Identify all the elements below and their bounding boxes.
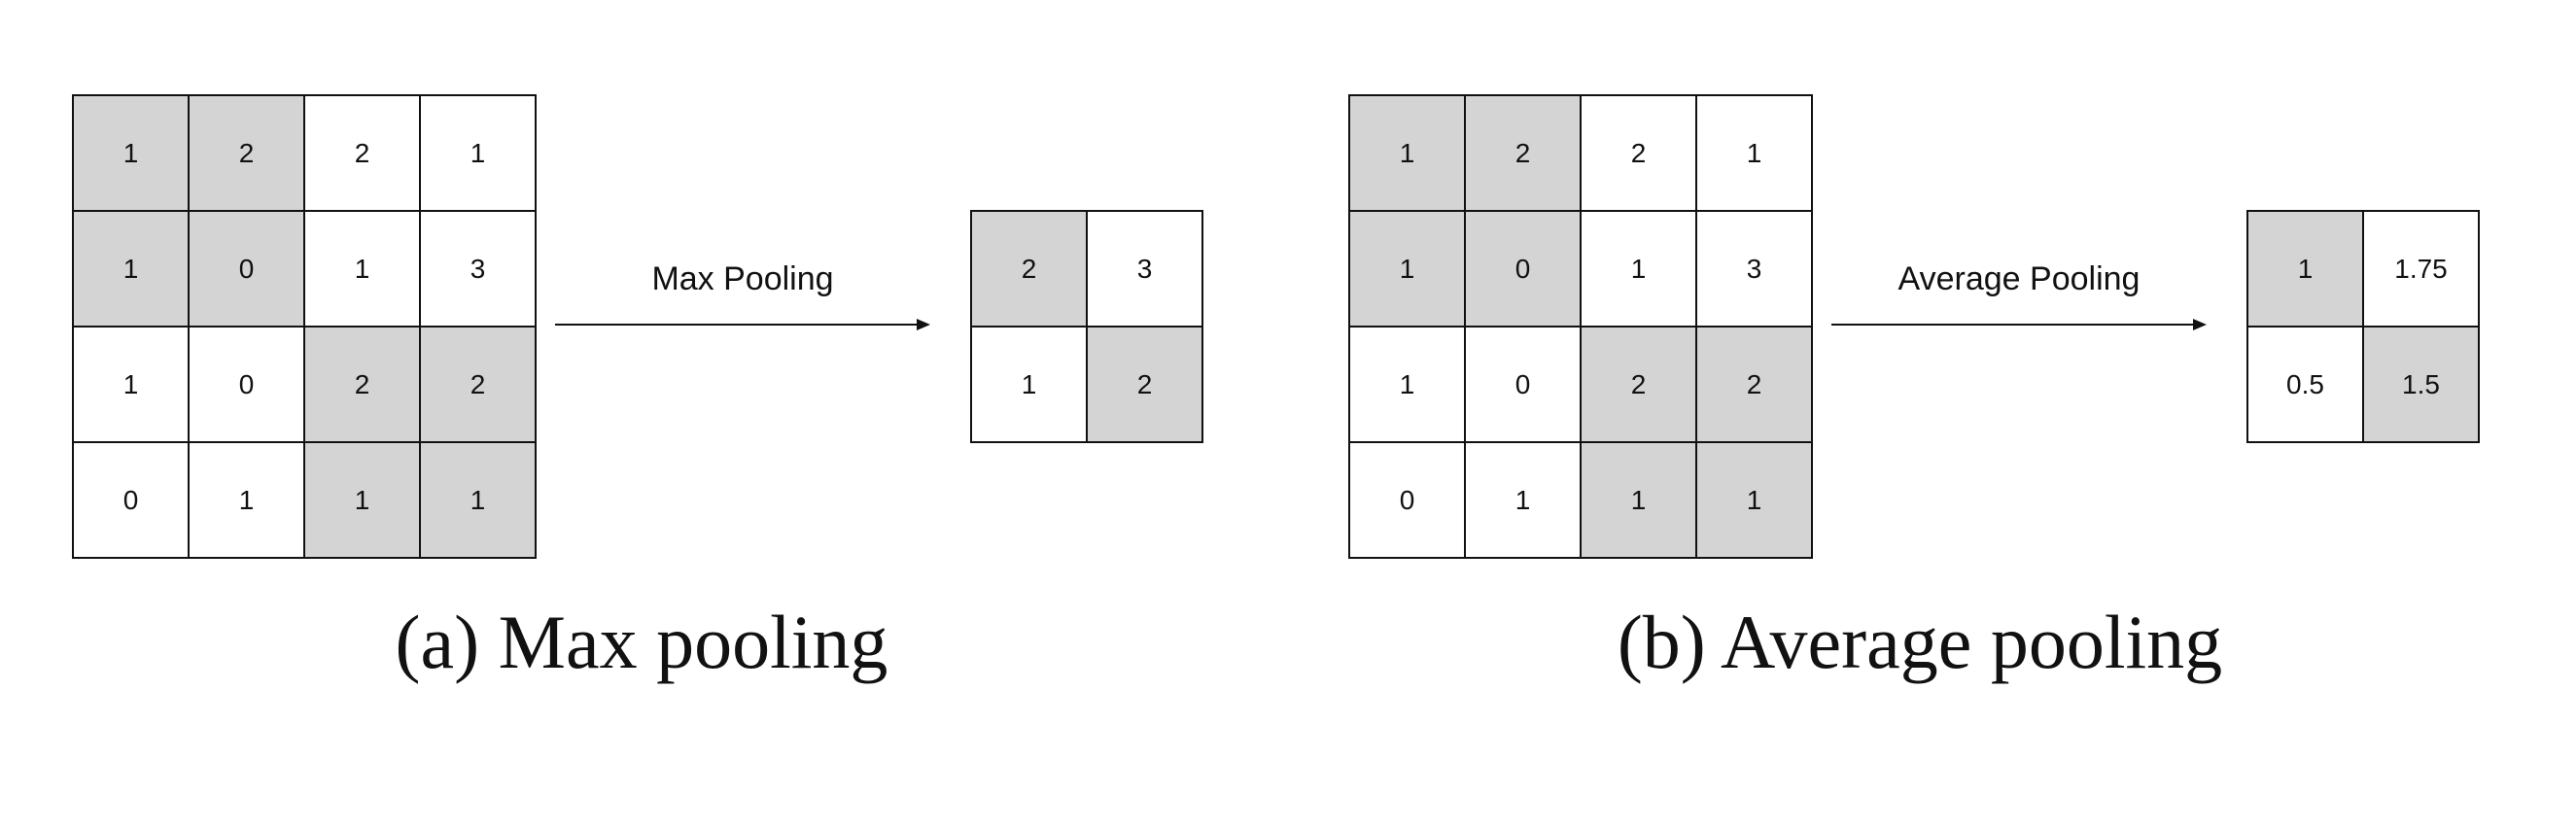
right-arrow-icon	[1831, 319, 2207, 330]
avg-input-cell: 0	[1350, 443, 1466, 559]
avg-input-cell: 1	[1582, 212, 1697, 328]
max-input-cell: 1	[74, 212, 190, 328]
avg-output-grid: 1 1.75 0.5 1.5	[2246, 210, 2480, 443]
max-output-cell: 3	[1088, 212, 1203, 328]
max-input-cell: 2	[421, 328, 537, 443]
max-input-grid: 1 2 2 1 1 0 1 3 1 0 2 2 0 1 1 1	[72, 94, 537, 559]
avg-output-cell: 0.5	[2248, 328, 2364, 443]
max-input-cell: 1	[305, 443, 421, 559]
max-pooling-caption: (a) Max pooling	[395, 600, 888, 684]
max-input-cell: 1	[74, 328, 190, 443]
avg-input-grid: 1 2 2 1 1 0 1 3 1 0 2 2 0 1 1 1	[1348, 94, 1813, 559]
avg-input-cell: 2	[1582, 328, 1697, 443]
max-input-cell: 0	[190, 328, 305, 443]
avg-input-cell: 1	[1350, 328, 1466, 443]
max-input-cell: 2	[305, 96, 421, 212]
max-input-cell: 1	[421, 443, 537, 559]
avg-input-cell: 1	[1466, 443, 1582, 559]
max-output-cell: 1	[972, 328, 1088, 443]
max-input-cell: 2	[305, 328, 421, 443]
avg-input-cell: 3	[1697, 212, 1813, 328]
average-pooling-caption: (b) Average pooling	[1617, 600, 2223, 684]
max-pooling-panel: 1 2 2 1 1 0 1 3 1 0 2 2 0 1 1 1 Max Pool…	[72, 94, 1203, 684]
avg-input-cell: 1	[1350, 96, 1466, 212]
avg-output-cell: 1.75	[2364, 212, 2480, 328]
max-input-cell: 1	[305, 212, 421, 328]
max-input-cell: 1	[74, 96, 190, 212]
average-pooling-panel: 1 2 2 1 1 0 1 3 1 0 2 2 0 1 1 1 Average …	[1288, 0, 2576, 828]
avg-input-cell: 1	[1350, 212, 1466, 328]
max-input-cell: 0	[74, 443, 190, 559]
avg-input-cell: 0	[1466, 328, 1582, 443]
avg-input-cell: 0	[1466, 212, 1582, 328]
avg-input-cell: 2	[1582, 96, 1697, 212]
max-input-cell: 2	[190, 96, 305, 212]
average-pooling-label: Average Pooling	[1897, 260, 2141, 297]
max-input-cell: 0	[190, 212, 305, 328]
avg-output-cell: 1.5	[2364, 328, 2480, 443]
avg-input-cell: 1	[1697, 96, 1813, 212]
max-output-grid: 2 3 1 2	[970, 210, 1203, 443]
max-output-cell: 2	[1088, 328, 1203, 443]
max-input-cell: 1	[421, 96, 537, 212]
max-input-cell: 1	[190, 443, 305, 559]
avg-input-cell: 1	[1582, 443, 1697, 559]
avg-input-cell: 2	[1697, 328, 1813, 443]
avg-output-cell: 1	[2248, 212, 2364, 328]
max-pooling-label: Max Pooling	[651, 260, 834, 297]
avg-input-cell: 2	[1466, 96, 1582, 212]
max-input-cell: 3	[421, 212, 537, 328]
right-arrow-icon	[555, 319, 930, 330]
max-output-cell: 2	[972, 212, 1088, 328]
avg-input-cell: 1	[1697, 443, 1813, 559]
